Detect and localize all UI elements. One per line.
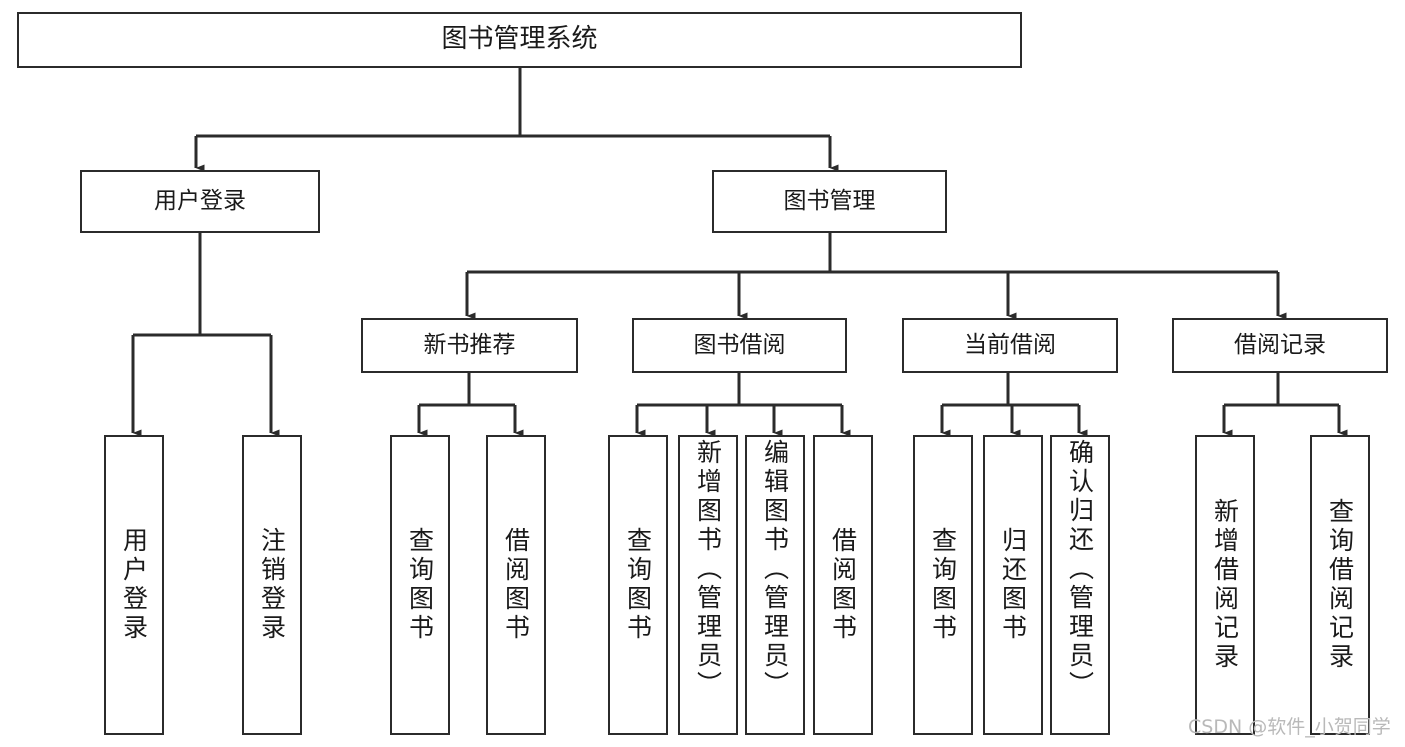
node-label-leaf-logout: 注销登录 — [257, 527, 287, 643]
node-leaf-query-book-bb[interactable]: 查询图书 — [608, 435, 668, 735]
node-label-book-management: 图书管理 — [783, 188, 876, 215]
node-leaf-logout[interactable]: 注销登录 — [242, 435, 302, 735]
node-book-management[interactable]: 图书管理 — [712, 170, 947, 233]
node-user-login[interactable]: 用户登录 — [80, 170, 320, 233]
node-borrow-record[interactable]: 借阅记录 — [1172, 318, 1388, 373]
node-leaf-return-book[interactable]: 归还图书 — [983, 435, 1043, 735]
node-leaf-query-book-cb[interactable]: 查询图书 — [913, 435, 973, 735]
node-label-borrow-record: 借阅记录 — [1234, 332, 1326, 359]
node-label-leaf-add-record: 新增借阅记录 — [1210, 498, 1240, 672]
node-leaf-edit-book[interactable]: 编辑图书（管理员） — [745, 435, 805, 735]
node-label-new-book-recommend: 新书推荐 — [423, 332, 516, 359]
node-leaf-query-record[interactable]: 查询借阅记录 — [1310, 435, 1370, 735]
node-leaf-add-record[interactable]: 新增借阅记录 — [1195, 435, 1255, 735]
node-label-leaf-query-record: 查询借阅记录 — [1325, 498, 1355, 672]
node-new-book-recommend[interactable]: 新书推荐 — [361, 318, 578, 373]
node-label-leaf-query-book-bb: 查询图书 — [623, 527, 653, 643]
node-label-leaf-edit-book: 编辑图书（管理员） — [760, 439, 790, 700]
node-label-leaf-borrow-book-rec: 借阅图书 — [501, 527, 531, 643]
node-label-book-borrow: 图书借阅 — [693, 332, 786, 359]
node-root[interactable]: 图书管理系统 — [17, 12, 1022, 68]
node-label-leaf-borrow-book-bb: 借阅图书 — [828, 527, 858, 643]
node-label-root: 图书管理系统 — [441, 24, 598, 55]
node-leaf-borrow-book-rec[interactable]: 借阅图书 — [486, 435, 546, 735]
node-leaf-user-login[interactable]: 用户登录 — [104, 435, 164, 735]
node-label-leaf-user-login: 用户登录 — [119, 527, 149, 643]
node-leaf-add-book[interactable]: 新增图书（管理员） — [678, 435, 738, 735]
node-label-user-login: 用户登录 — [154, 188, 246, 215]
node-current-borrow[interactable]: 当前借阅 — [902, 318, 1118, 373]
node-label-leaf-query-book-cb: 查询图书 — [928, 527, 958, 643]
node-leaf-confirm-return[interactable]: 确认归还（管理员） — [1050, 435, 1110, 735]
connector-group — [131, 68, 1348, 437]
node-label-leaf-query-book-rec: 查询图书 — [405, 527, 435, 643]
node-leaf-borrow-book-bb[interactable]: 借阅图书 — [813, 435, 873, 735]
node-book-borrow[interactable]: 图书借阅 — [632, 318, 847, 373]
node-leaf-query-book-rec[interactable]: 查询图书 — [390, 435, 450, 735]
node-label-leaf-add-book: 新增图书（管理员） — [693, 439, 723, 700]
node-label-current-borrow: 当前借阅 — [964, 332, 1056, 359]
node-label-leaf-confirm-return: 确认归还（管理员） — [1065, 439, 1095, 700]
node-label-leaf-return-book: 归还图书 — [998, 527, 1028, 643]
